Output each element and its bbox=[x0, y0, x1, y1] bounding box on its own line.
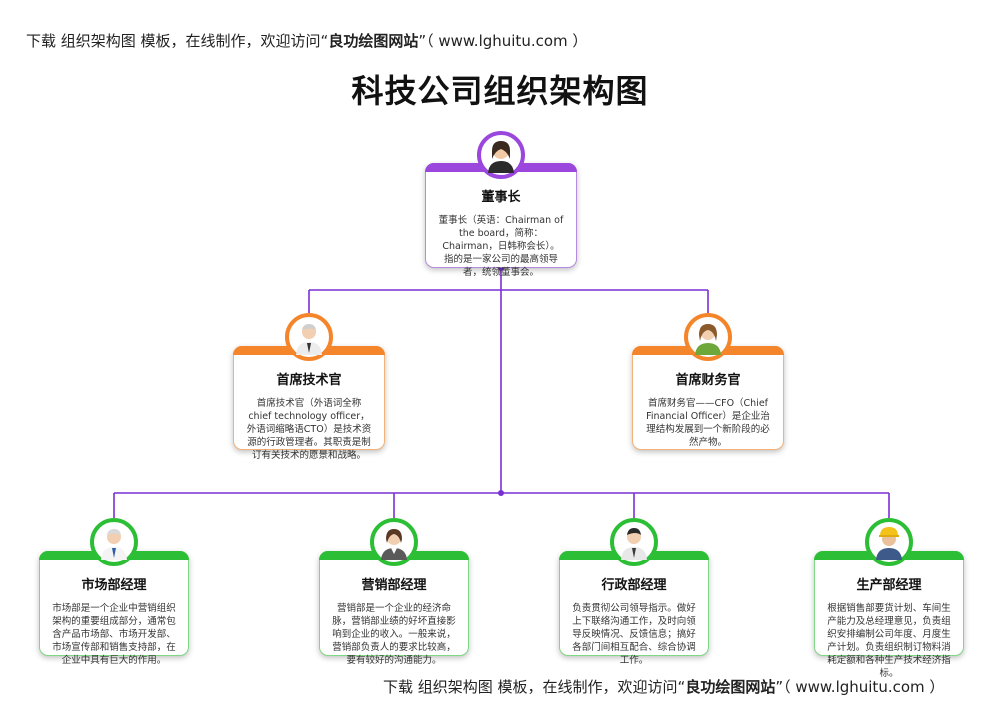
avatar-female-icon bbox=[684, 313, 732, 361]
avatar-male-icon bbox=[90, 518, 138, 566]
node-cto[interactable]: 首席技术官 首席技术官（外语词全称chief technology office… bbox=[233, 346, 385, 461]
node-desc: 首席财务官——CFO（Chief Financial Officer）是企业治理… bbox=[646, 398, 770, 448]
avatar-worker-icon bbox=[865, 518, 913, 566]
node-role: 市场部经理 bbox=[81, 578, 147, 593]
avatar-male-icon bbox=[285, 313, 333, 361]
node-role: 营销部经理 bbox=[361, 578, 427, 593]
site-link[interactable]: 良功绘图网站 bbox=[685, 678, 776, 696]
node-desc: 根据销售部要货计划、车间生产能力及总经理意见，负责组织安排编制公司年度、月度生产… bbox=[827, 603, 951, 679]
node-role: 行政部经理 bbox=[601, 578, 667, 593]
node-role: 首席技术官 bbox=[276, 373, 342, 388]
node-desc: 首席技术官（外语词全称chief technology officer，外语词缩… bbox=[246, 398, 372, 461]
node-production[interactable]: 生产部经理 根据销售部要货计划、车间生产能力及总经理意见，负责组织安排编制公司年… bbox=[814, 551, 964, 679]
node-desc: 市场部是一个企业中营销组织架构的重要组成部分，通常包含产品市场部、市场开发部、市… bbox=[52, 603, 176, 666]
node-desc: 营销部是一个企业的经济命脉，营销部业绩的好坏直接影响到企业的收入。一般来说，营销… bbox=[332, 603, 456, 666]
site-link[interactable]: 良功绘图网站 bbox=[328, 32, 419, 50]
node-role: 生产部经理 bbox=[856, 578, 922, 593]
node-cfo[interactable]: 首席财务官 首席财务官——CFO（Chief Financial Officer… bbox=[632, 346, 784, 450]
node-desc: 负责贯彻公司领导指示。做好上下联络沟通工作，及时向领导反映情况、反馈信息；搞好各… bbox=[572, 603, 696, 666]
banner-top: 下载 组织架构图 模板，在线制作，欢迎访问“良功绘图网站”（ www.lghui… bbox=[26, 32, 588, 50]
node-desc: 董事长（英语：Chairman of the board，简称：Chairman… bbox=[438, 215, 564, 278]
node-role: 董事长 bbox=[481, 190, 521, 205]
avatar-female-icon bbox=[370, 518, 418, 566]
banner-bottom: 下载 组织架构图 模板，在线制作，欢迎访问“良功绘图网站”（ www.lghui… bbox=[383, 678, 945, 696]
node-admin[interactable]: 行政部经理 负责贯彻公司领导指示。做好上下联络沟通工作，及时向领导反映情况、反馈… bbox=[559, 551, 709, 666]
avatar-male-icon bbox=[610, 518, 658, 566]
junction-dot bbox=[498, 490, 504, 496]
node-role: 首席财务官 bbox=[675, 373, 741, 388]
page-title: 科技公司组织架构图 bbox=[351, 72, 649, 110]
node-marketing[interactable]: 市场部经理 市场部是一个企业中营销组织架构的重要组成部分，通常包含产品市场部、市… bbox=[39, 551, 189, 666]
node-sales[interactable]: 营销部经理 营销部是一个企业的经济命脉，营销部业绩的好坏直接影响到企业的收入。一… bbox=[319, 551, 469, 666]
avatar-female-icon bbox=[477, 131, 525, 179]
